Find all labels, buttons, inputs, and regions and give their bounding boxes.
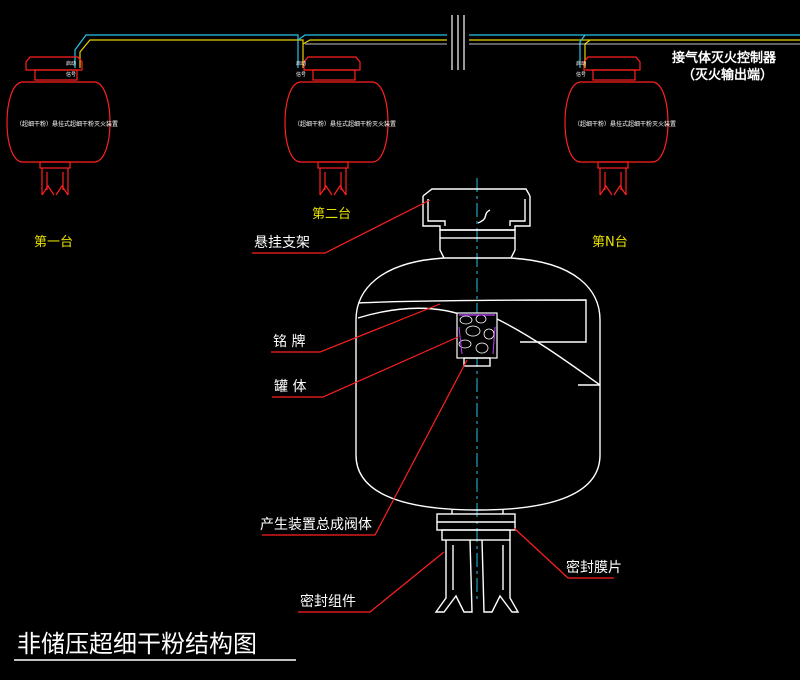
callout-leaders bbox=[252, 199, 614, 613]
unit-2-plate: （超细干粉）悬挂式超细干粉灭火装置 bbox=[294, 120, 396, 128]
unit-1-tag-bottom: 信号 bbox=[66, 71, 76, 78]
label-nameplate: 铭 牌 bbox=[273, 333, 305, 350]
unit-2: 启动 信号 （超细干粉）悬挂式超细干粉灭火装置 bbox=[284, 56, 396, 196]
wire-cyan-2 bbox=[297, 34, 460, 41]
label-seal-assembly: 密封组件 bbox=[300, 593, 356, 610]
unit-2-tag-top: 启动 bbox=[296, 60, 306, 67]
main-extinguisher bbox=[355, 178, 601, 613]
unit-2-label: 第二台 bbox=[312, 207, 351, 222]
label-hanger: 悬挂支架 bbox=[254, 235, 310, 251]
controller-label: 接气体灭火控制器 （灭火输出端） bbox=[672, 50, 777, 83]
unit-2-tag-bottom: 信号 bbox=[296, 71, 306, 78]
controller-line-1: 接气体灭火控制器 bbox=[672, 50, 777, 66]
controller-line-2: （灭火输出端） bbox=[682, 67, 773, 83]
wire-cyan bbox=[74, 34, 299, 68]
callout-labels: 悬挂支架 铭 牌 罐 体 产生装置总成阀体 密封膜片 密封组件 bbox=[254, 235, 622, 610]
unit-n-tag-bottom: 信号 bbox=[576, 71, 586, 78]
wire-yellow bbox=[79, 39, 304, 68]
neck-ring bbox=[439, 229, 516, 239]
unit-1: 启动 信号 （超细干粉）悬挂式超细干粉灭火装置 bbox=[6, 56, 118, 196]
unit-n-plate: （超细干粉）悬挂式超细干粉灭火装置 bbox=[574, 120, 676, 128]
title-text: 非储压超细干粉结构图 bbox=[17, 630, 257, 658]
unit-n-label: 第N台 bbox=[592, 235, 628, 250]
unit-n-tag-top: 启动 bbox=[576, 60, 586, 67]
break-mark bbox=[447, 15, 469, 70]
unit-1-label: 第一台 bbox=[34, 235, 73, 250]
nameplate bbox=[456, 312, 498, 359]
wire-yellow-2 bbox=[302, 39, 460, 45]
diagram-title: 非储压超细干粉结构图 bbox=[14, 630, 296, 661]
label-seal-membrane: 密封膜片 bbox=[566, 559, 622, 576]
label-tank: 罐 体 bbox=[274, 379, 306, 395]
label-valve: 产生装置总成阀体 bbox=[260, 517, 372, 533]
unit-1-plate: （超细干粉）悬挂式超细干粉灭火装置 bbox=[16, 120, 118, 128]
tank-body bbox=[355, 257, 601, 511]
signal-wiring bbox=[74, 15, 800, 70]
unit-n: 启动 信号 （超细干粉）悬挂式超细干粉灭火装置 bbox=[564, 56, 676, 196]
seal-assembly-nozzles bbox=[434, 539, 520, 613]
unit-1-tag-top: 启动 bbox=[66, 60, 76, 67]
